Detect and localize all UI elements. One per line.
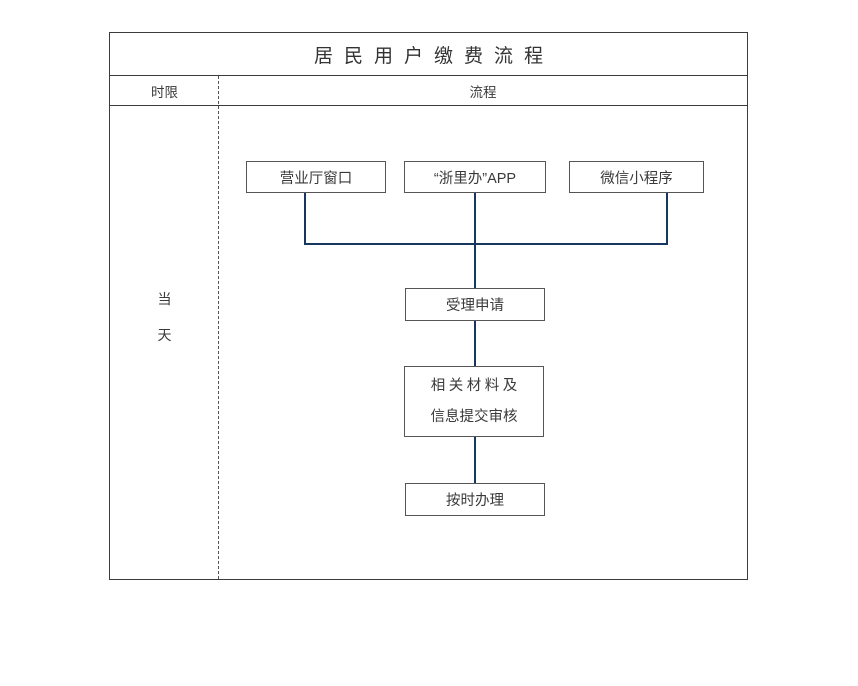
time-limit-value: 当 天	[110, 281, 219, 353]
column-header-process: 流程	[469, 84, 497, 100]
flow-node-submit-line-1: 相关材料及	[430, 377, 521, 394]
flow-node-wechat-miniprogram[interactable]: 微信小程序	[569, 161, 704, 193]
flow-node-service-hall[interactable]: 营业厅窗口	[246, 161, 386, 193]
time-limit-line-1: 当	[157, 291, 172, 307]
column-header-time-limit: 时限	[151, 84, 178, 100]
flow-node-accept-application[interactable]: 受理申请	[405, 288, 545, 321]
connector-accept-to-submit	[474, 321, 476, 367]
connector-submit-to-done	[474, 437, 476, 484]
table-body: 当 天	[110, 106, 747, 579]
connector-merge-bus	[304, 243, 668, 245]
connector-wechat-drop	[666, 193, 668, 244]
flow-node-submit-line-2: 信息提交审核	[430, 408, 518, 425]
flow-node-submit-materials-review[interactable]: 相关材料及 信息提交审核	[404, 366, 544, 437]
page-title: 居民用户缴费流程	[313, 45, 554, 67]
connector-app-drop	[474, 193, 476, 244]
flow-node-timely-processing[interactable]: 按时办理	[405, 483, 545, 516]
table-header-row: 时限 流程	[110, 76, 747, 106]
process-table: 居民用户缴费流程 时限 流程 当 天 营业厅窗口 “浙里办”APP 微信小程序 …	[109, 32, 748, 580]
flow-node-zhelibao-app[interactable]: “浙里办”APP	[404, 161, 546, 193]
table-title-row: 居民用户缴费流程	[110, 33, 747, 76]
connector-hall-drop	[304, 193, 306, 244]
column-divider	[218, 76, 219, 579]
connector-bus-to-accept	[474, 243, 476, 289]
time-limit-line-2: 天	[157, 327, 172, 343]
